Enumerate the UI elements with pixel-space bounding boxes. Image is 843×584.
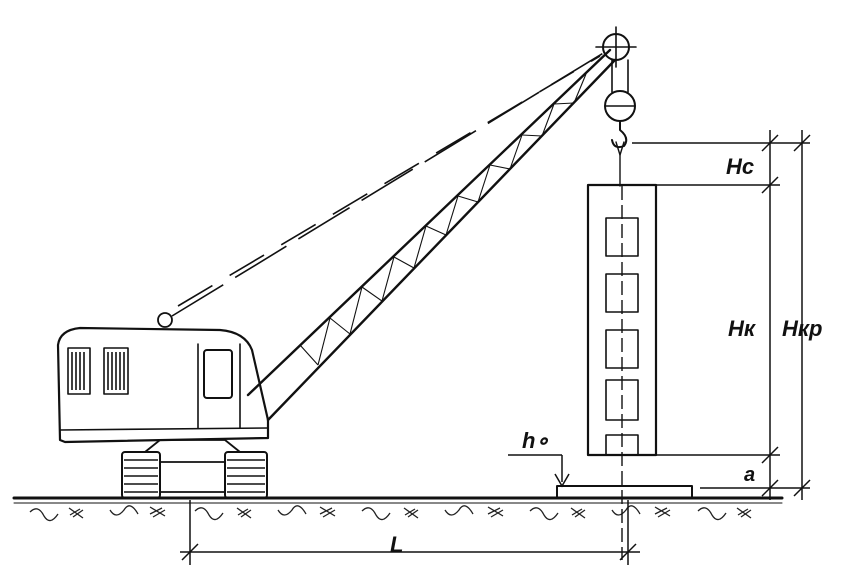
column-element [586,183,658,560]
crane-hook-icon [611,120,628,149]
hook-block [604,59,636,187]
cabin-vent-right [103,347,129,395]
boom-pivot-sheave [157,312,173,328]
ground [12,496,784,522]
label-crane-hook-height: Hкр [782,316,822,341]
hoist-ropes [171,51,606,317]
dimension-lines [180,130,811,565]
label-hook-clearance: Hc [726,154,754,179]
boom-head-target-icon [595,26,637,68]
ground-hatching [29,505,752,522]
label-boom-reach: L [390,532,403,557]
crawler-tracks [121,439,268,499]
cabin-window [203,349,233,399]
label-element-height: Hк [728,316,757,341]
crane-cabin [56,312,270,444]
crane-boom [246,48,617,422]
foundation-pad [556,485,693,499]
label-install-gap: a [744,464,755,486]
cabin-vent-left [67,347,91,395]
label-foundation-level: h∘ [522,428,549,453]
